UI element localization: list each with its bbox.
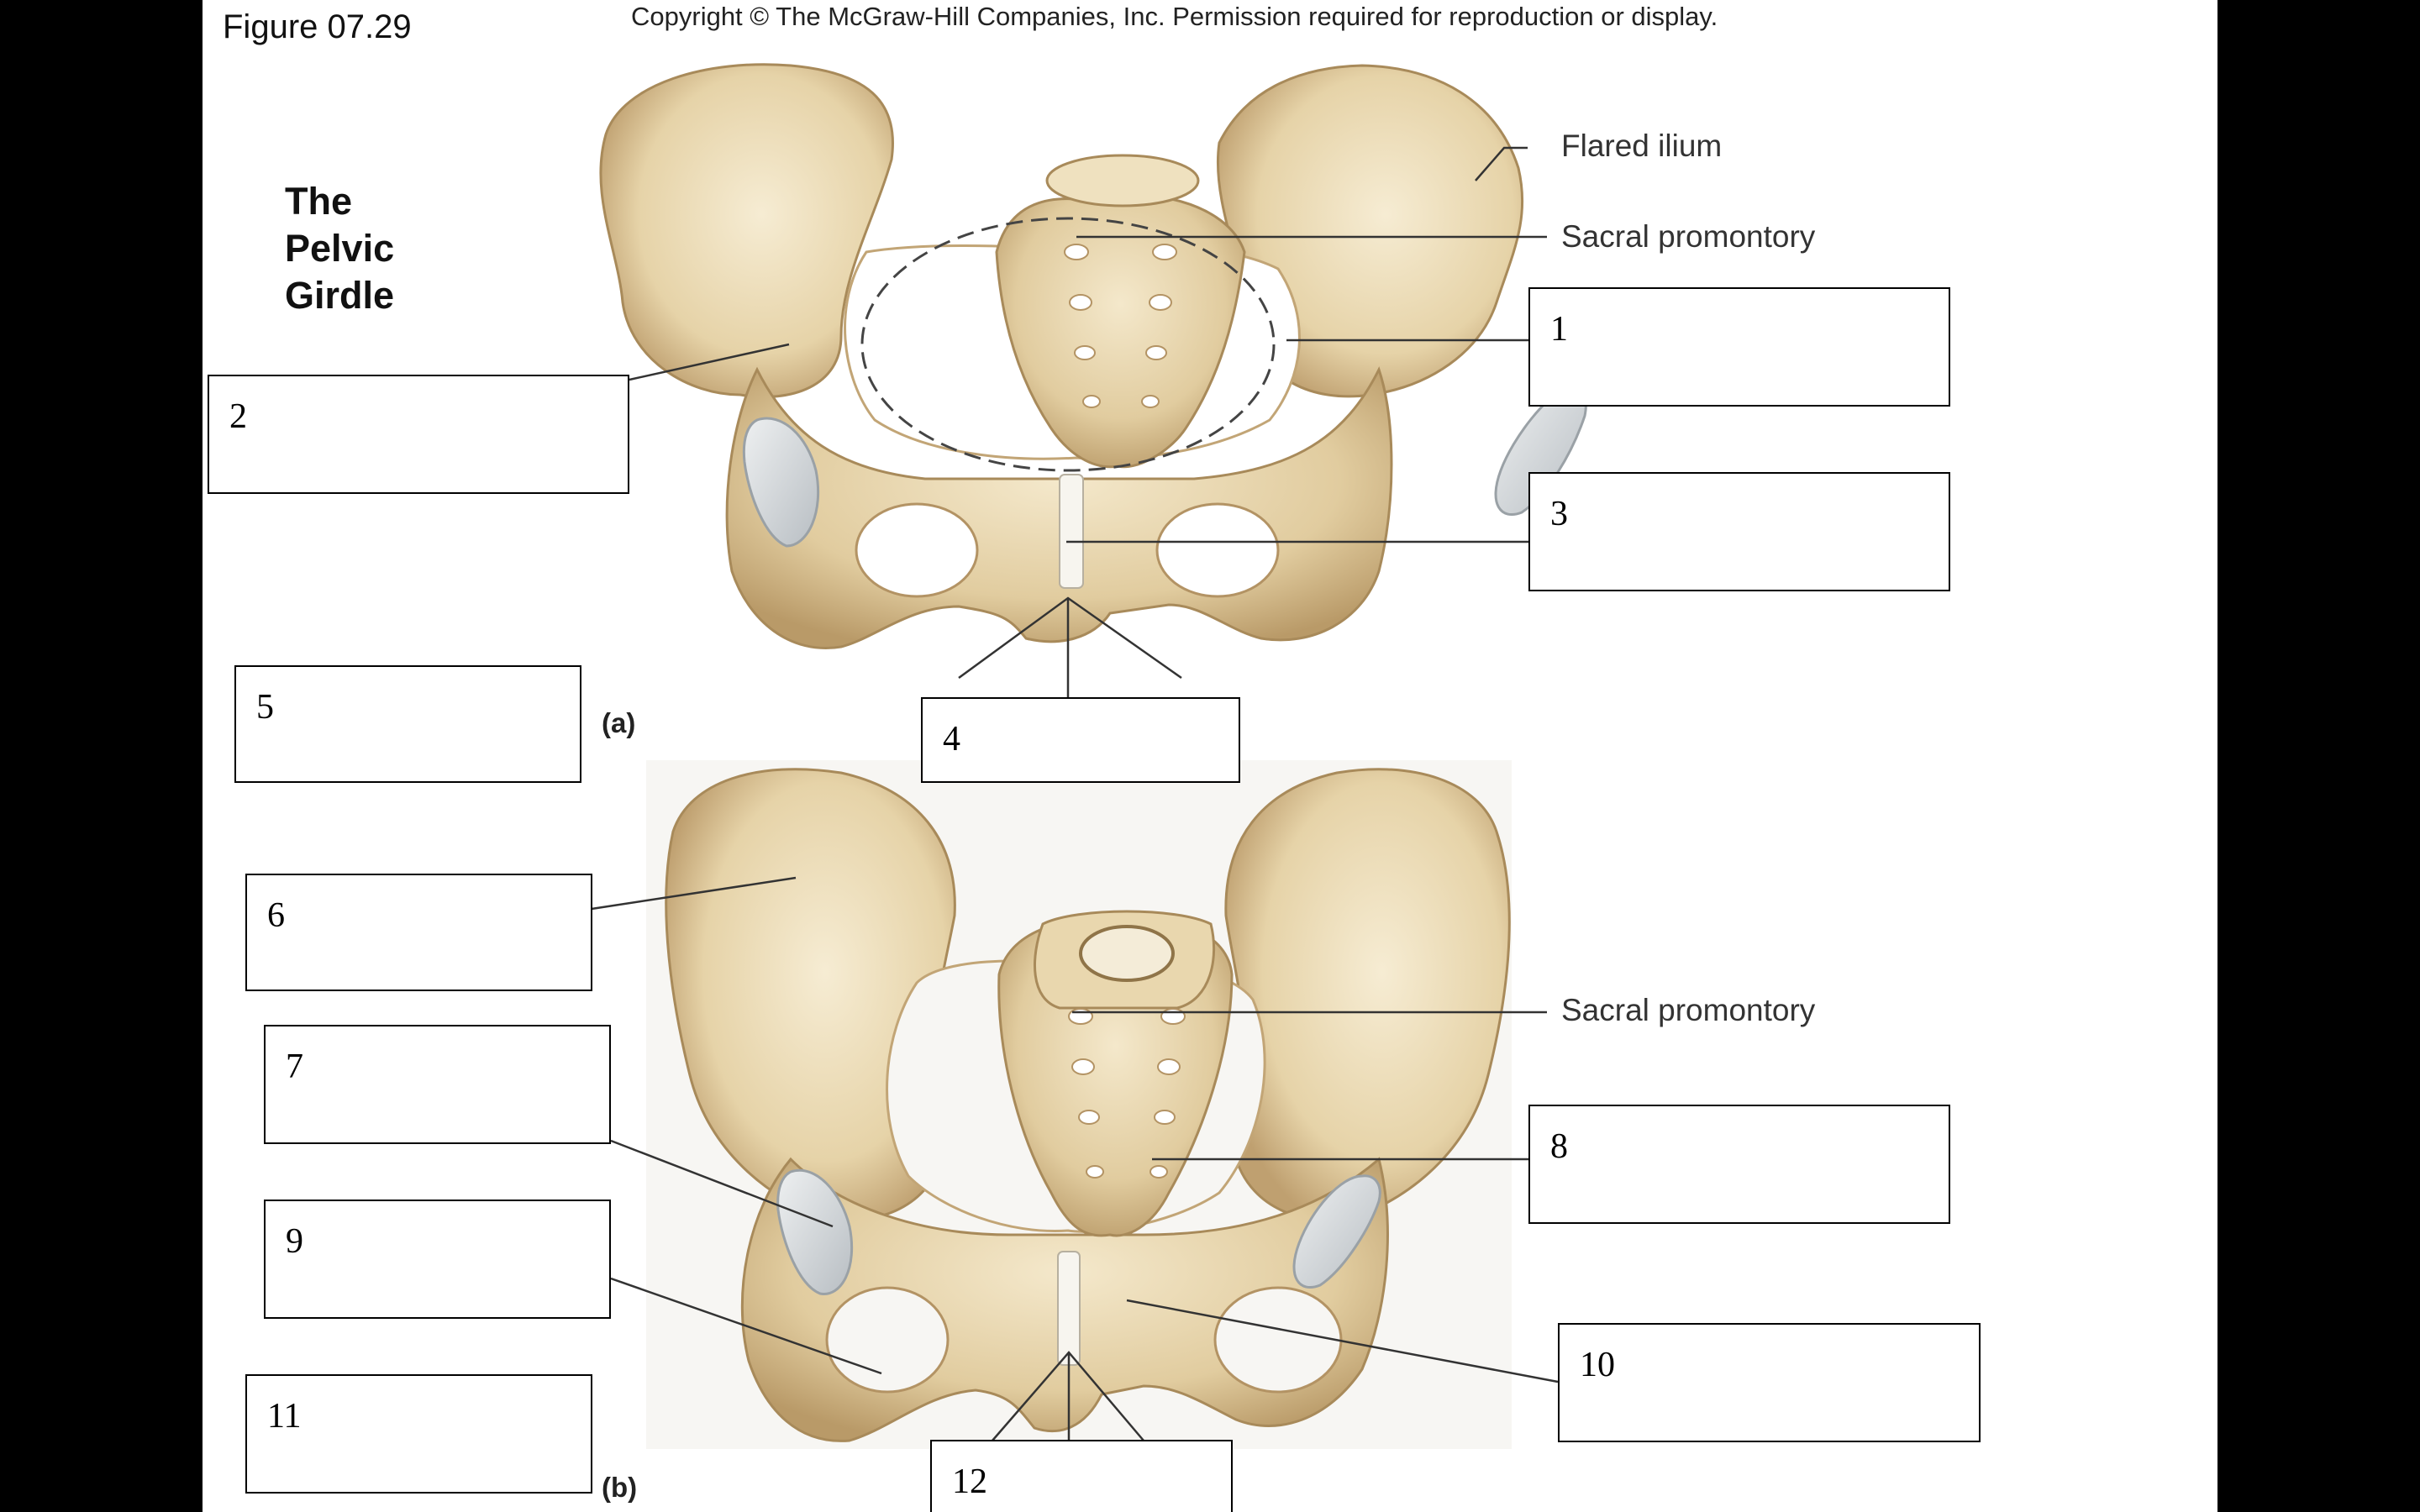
answer-box-6[interactable]: 6: [245, 874, 592, 991]
left-obturator-foramen-b: [825, 1286, 950, 1394]
title-line-2: Pelvic: [285, 227, 395, 270]
right-obturator-foramen-b: [1213, 1286, 1343, 1394]
answer-box-11[interactable]: 11: [245, 1374, 592, 1494]
leader-12: [992, 1351, 1144, 1441]
leader-6: [591, 876, 797, 911]
answer-box-number: 1: [1550, 310, 1568, 349]
answer-box-number: 4: [943, 720, 960, 759]
answer-box-4[interactable]: 4: [921, 697, 1240, 783]
part-label-b: (b): [602, 1472, 638, 1503]
pubic-symphysis-a: [1059, 474, 1084, 589]
title-line-3: Girdle: [285, 274, 395, 317]
slide-title: The Pelvic Girdle: [285, 178, 394, 319]
answer-box-1[interactable]: 1: [1528, 287, 1950, 407]
label-sacral-promontory-a: Sacral promontory: [1561, 219, 1816, 254]
label-flared-ilium: Flared ilium: [1561, 129, 1723, 163]
leader-7: [610, 1139, 834, 1228]
answer-box-8[interactable]: 8: [1528, 1105, 1950, 1224]
answer-box-10[interactable]: 10: [1558, 1323, 1981, 1442]
answer-box-12[interactable]: 12: [930, 1440, 1233, 1512]
answer-box-number: 7: [286, 1047, 303, 1086]
answer-box-number: 9: [286, 1222, 303, 1261]
pelvis-view-a: [599, 63, 1587, 649]
answer-box-number: 6: [267, 896, 285, 935]
sacral-canal-b: [1079, 925, 1175, 982]
answer-box-number: 3: [1550, 495, 1568, 533]
sacral-promontory-top-a: [1045, 154, 1200, 207]
answer-box-9[interactable]: 9: [264, 1200, 611, 1319]
leader-flared-ilium: [1475, 146, 1528, 181]
copyright-notice: Copyright © The McGraw-Hill Companies, I…: [631, 2, 1718, 31]
leader-lines: [591, 146, 1559, 1441]
left-ilium-a: [599, 63, 894, 398]
label-sacral-promontory-b: Sacral promontory: [1561, 993, 1816, 1027]
pelvis-view-b: [665, 768, 1511, 1442]
leader-4: [958, 596, 1182, 697]
leader-10: [1126, 1299, 1559, 1383]
pelvic-brim-outline-a: [860, 217, 1276, 472]
left-obturator-foramen-a: [855, 502, 979, 598]
answer-box-2[interactable]: 2: [208, 375, 629, 494]
slide: Figure 07.29 Copyright © The McGraw-Hill…: [203, 0, 2217, 1512]
right-acetabulum-b: [1292, 1174, 1381, 1289]
right-acetabulum-a: [1494, 384, 1587, 516]
part-label-a: (a): [602, 707, 636, 738]
pelvis-illustration: [591, 63, 1587, 1449]
leader-2: [629, 343, 790, 381]
answer-box-number: 8: [1550, 1127, 1568, 1166]
title-line-1: The: [285, 180, 353, 223]
leader-9: [610, 1277, 882, 1375]
right-obturator-foramen-a: [1155, 502, 1280, 598]
sacral-foramina-b: [1068, 1008, 1186, 1179]
answer-box-number: 10: [1580, 1346, 1615, 1384]
left-acetabulum-a: [742, 417, 820, 548]
answer-box-number: 11: [267, 1397, 302, 1436]
answer-box-7[interactable]: 7: [264, 1025, 611, 1144]
answer-box-5[interactable]: 5: [234, 665, 581, 783]
answer-box-number: 2: [229, 397, 247, 436]
pubic-symphysis-b: [1057, 1251, 1081, 1366]
answer-box-3[interactable]: 3: [1528, 472, 1950, 591]
answer-box-number: 5: [256, 688, 274, 727]
sacral-foramina-a: [1064, 244, 1177, 408]
figure-label: Figure 07.29: [223, 8, 412, 45]
answer-box-number: 12: [952, 1462, 987, 1501]
